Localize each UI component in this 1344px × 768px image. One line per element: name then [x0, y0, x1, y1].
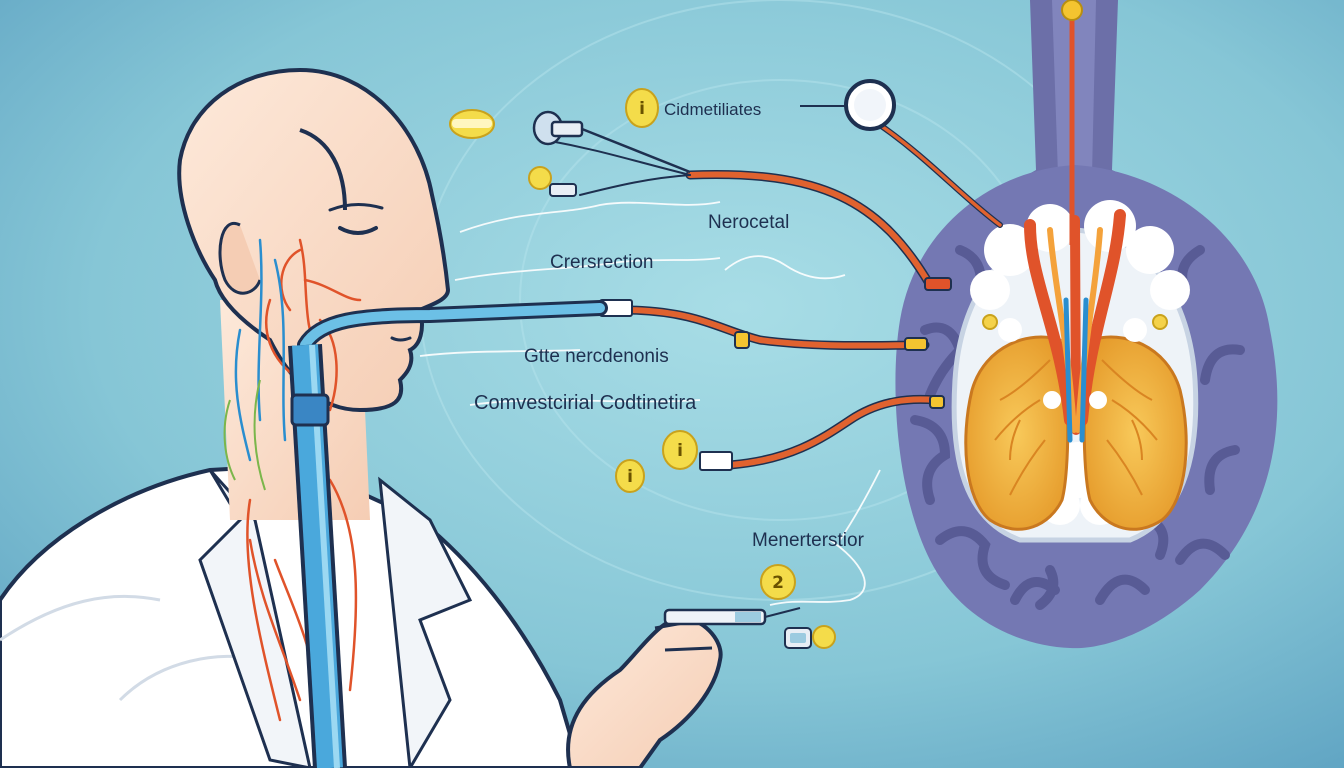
tube-connectors — [734, 277, 952, 409]
badge-top: i — [625, 88, 659, 128]
head — [177, 67, 451, 413]
catheter-tubes — [544, 122, 1003, 470]
pulse-meter-icon — [784, 627, 812, 649]
ear — [218, 221, 262, 295]
person — [0, 67, 723, 768]
label-center: Crersrection — [550, 252, 653, 273]
nerve-lines — [223, 379, 266, 491]
label-top: Cidmetiliates — [664, 100, 761, 119]
stethoscope-chestpiece-icon — [800, 79, 896, 131]
lymph-nodes — [982, 314, 1168, 330]
closed-eye — [338, 226, 378, 235]
svg-text:2: 2 — [772, 573, 784, 593]
catheter-icon — [532, 110, 733, 471]
svg-text:i: i — [677, 441, 683, 461]
left-lung — [964, 335, 1070, 531]
badge-left: i — [615, 459, 645, 493]
pointer-lines — [419, 201, 881, 606]
syringe-icon — [663, 607, 801, 626]
neck-veins — [234, 238, 287, 462]
probe-pole — [1061, 0, 1083, 245]
badge-small — [812, 625, 836, 649]
label-lower: Menerterstior — [752, 530, 865, 551]
lung-veins — [994, 359, 1158, 496]
svg-text:i: i — [639, 99, 645, 119]
label-neck: Gtte nercdenonis — [524, 346, 669, 367]
heart-vessels — [1024, 209, 1126, 443]
eyebrow — [328, 203, 384, 212]
capsule-markers — [449, 109, 552, 190]
brain-organ — [895, 0, 1278, 649]
badge-mid: i — [662, 430, 698, 470]
label-nerve: Nerocetal — [708, 212, 789, 233]
coat-lapel-right — [378, 476, 473, 768]
label-main: Comvestcirial Codtinetira — [474, 392, 697, 414]
brain-folds — [910, 245, 1245, 610]
badge-bottom: 2 — [760, 564, 796, 600]
svg-text:i: i — [627, 467, 633, 487]
right-lung — [1082, 335, 1188, 531]
